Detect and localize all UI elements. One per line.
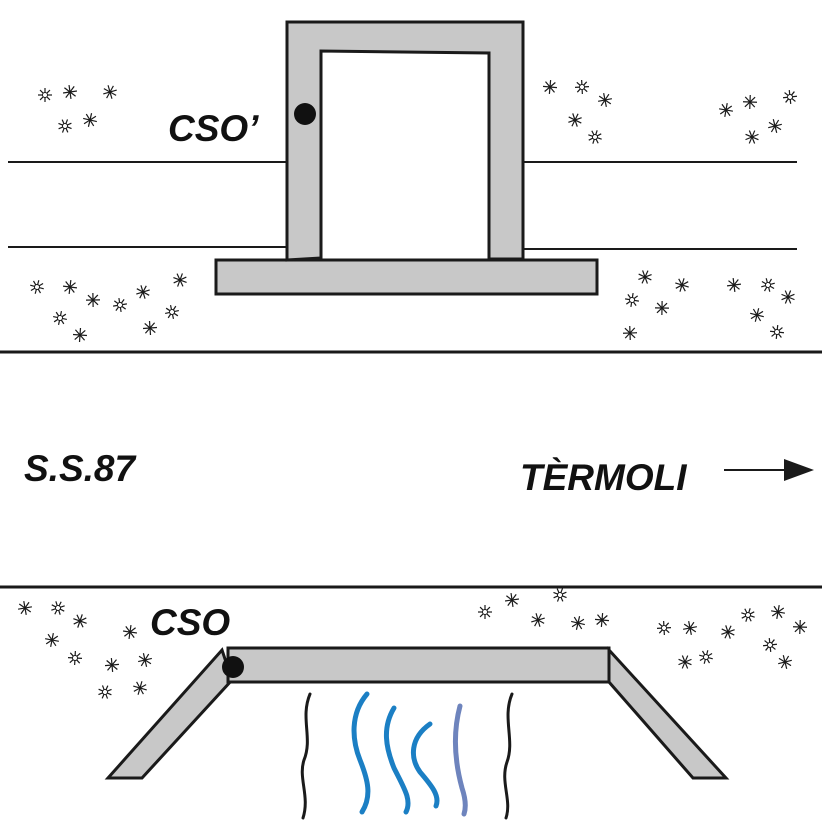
flower-asterisk-icon bbox=[133, 681, 147, 695]
flower-asterisk-icon bbox=[622, 325, 638, 341]
right-arrow-icon bbox=[724, 459, 814, 481]
cso-label: CSO bbox=[150, 602, 230, 643]
flower-asterisk-icon bbox=[638, 270, 652, 284]
flower-asterisk-icon bbox=[45, 633, 59, 647]
flower-asterisk-icon bbox=[594, 612, 610, 628]
flower-asterisk-icon bbox=[750, 308, 764, 322]
flower-asterisk-icon bbox=[624, 292, 640, 308]
flower-asterisk-icon bbox=[98, 685, 112, 699]
flower-asterisk-icon bbox=[478, 605, 492, 619]
flower-asterisk-icon bbox=[104, 657, 120, 673]
flower-asterisk-icon bbox=[173, 273, 187, 287]
flower-asterisk-icon bbox=[542, 79, 558, 95]
flower-asterisk-icon bbox=[67, 650, 83, 666]
flower-asterisk-icon bbox=[142, 320, 158, 336]
flower-asterisk-icon bbox=[741, 608, 755, 622]
upper-portal-structure bbox=[214, 20, 599, 296]
flower-asterisk-icon bbox=[598, 93, 612, 107]
flower-asterisk-icon bbox=[83, 113, 97, 127]
stream-line-blue-2 bbox=[383, 705, 411, 815]
road-name-label: S.S.87 bbox=[24, 448, 137, 489]
flower-asterisk-icon bbox=[38, 88, 52, 102]
portal-base-slab bbox=[214, 258, 599, 296]
flower-asterisk-icon bbox=[62, 279, 78, 295]
bridge-right-wing bbox=[607, 646, 730, 780]
flower-asterisk-icon bbox=[792, 619, 808, 635]
flower-asterisk-icon bbox=[656, 620, 672, 636]
stream-lines bbox=[300, 691, 514, 820]
flower-asterisk-icon bbox=[73, 614, 87, 628]
vegetation-symbols bbox=[18, 79, 808, 699]
stream-line-black-left bbox=[300, 692, 312, 820]
flower-asterisk-icon bbox=[769, 324, 785, 340]
flower-asterisk-icon bbox=[683, 621, 697, 635]
flower-asterisk-icon bbox=[553, 588, 567, 602]
flower-asterisk-icon bbox=[531, 613, 545, 627]
cso-prime-label: CSO’ bbox=[168, 108, 259, 149]
flower-asterisk-icon bbox=[165, 305, 179, 319]
flower-asterisk-icon bbox=[62, 84, 78, 100]
flower-asterisk-icon bbox=[571, 616, 585, 630]
flower-asterisk-icon bbox=[122, 624, 138, 640]
flower-asterisk-icon bbox=[568, 113, 582, 127]
flower-asterisk-icon bbox=[53, 311, 67, 325]
flower-asterisk-icon bbox=[138, 653, 152, 667]
flower-asterisk-icon bbox=[72, 327, 88, 343]
flower-asterisk-icon bbox=[18, 601, 32, 615]
stream-line-blue-3 bbox=[410, 721, 440, 809]
upper-road-lines bbox=[0, 161, 822, 354]
portal-frame bbox=[285, 20, 525, 262]
flower-asterisk-icon bbox=[58, 119, 72, 133]
flower-asterisk-icon bbox=[721, 625, 735, 639]
flower-asterisk-icon bbox=[726, 277, 742, 293]
flower-asterisk-icon bbox=[745, 130, 759, 144]
stream-line-blue-1 bbox=[351, 691, 371, 815]
flower-asterisk-icon bbox=[678, 655, 692, 669]
bridge-deck bbox=[226, 646, 611, 684]
flower-asterisk-icon bbox=[574, 79, 590, 95]
flower-asterisk-icon bbox=[654, 300, 670, 316]
flower-asterisk-icon bbox=[719, 103, 733, 117]
flower-asterisk-icon bbox=[781, 290, 795, 304]
flower-asterisk-icon bbox=[504, 592, 520, 608]
flower-asterisk-icon bbox=[771, 605, 785, 619]
stream-line-black-right bbox=[503, 692, 514, 820]
flower-asterisk-icon bbox=[768, 119, 782, 133]
stream-line-light-blue bbox=[453, 703, 468, 817]
flower-asterisk-icon bbox=[51, 601, 65, 615]
flower-asterisk-icon bbox=[675, 278, 689, 292]
flower-asterisk-icon bbox=[762, 637, 778, 653]
flower-asterisk-icon bbox=[782, 89, 798, 105]
flower-asterisk-icon bbox=[742, 94, 758, 110]
flower-asterisk-icon bbox=[30, 280, 44, 294]
lower-bridge-structure bbox=[104, 646, 730, 780]
cso-marker bbox=[222, 656, 244, 678]
flower-asterisk-icon bbox=[699, 650, 713, 664]
flower-asterisk-icon bbox=[85, 292, 101, 308]
flower-asterisk-icon bbox=[112, 297, 128, 313]
flower-asterisk-icon bbox=[761, 278, 775, 292]
direction-label: TÈRMOLI bbox=[520, 457, 687, 498]
flower-asterisk-icon bbox=[588, 130, 602, 144]
flower-asterisk-icon bbox=[103, 85, 117, 99]
cso-prime-marker bbox=[294, 103, 316, 125]
flower-asterisk-icon bbox=[778, 655, 792, 669]
flower-asterisk-icon bbox=[136, 285, 150, 299]
bridge-left-wing bbox=[104, 647, 234, 780]
